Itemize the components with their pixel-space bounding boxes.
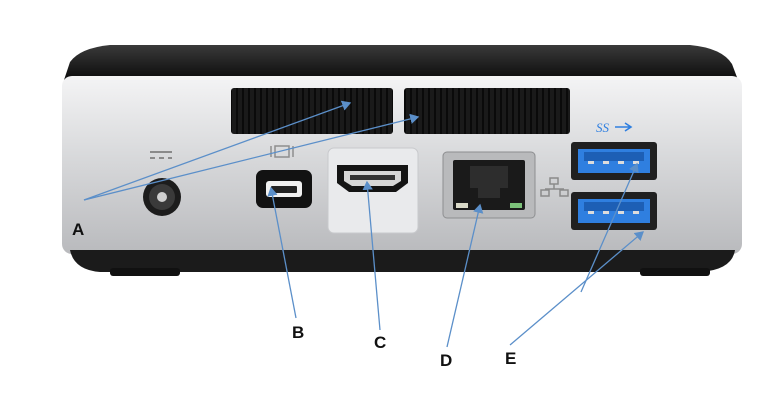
arrow-e-to-usb-top [580,162,639,293]
callout-label-d: D [440,351,453,370]
dc-power-icon [150,151,172,159]
foot-right [640,268,710,276]
arrow-a-to-left-vent [83,100,352,201]
dc-power-jack [143,178,181,216]
arrow-a-to-right-vent [83,113,420,201]
callout-label-e: E [505,349,517,368]
callout-label-c: C [374,333,387,352]
arrow-e-to-usb-bottom [509,231,644,346]
usb-superspeed-icon: SS [596,120,633,135]
device-base [70,250,735,272]
ethernet-port [442,151,536,219]
arrow-b-to-minidp [267,186,297,319]
callout-label-a: A [72,220,85,239]
hdmi-port [337,165,408,192]
device-top-lid [64,45,738,80]
air-vent-left [231,88,393,134]
usb-port-bottom [571,192,657,230]
mini-displayport [256,170,312,208]
network-icon [540,177,569,197]
arrow-d-to-ethernet [446,203,484,348]
foot-left [110,268,180,276]
svg-text:SS: SS [596,120,610,135]
callout-label-b: B [292,323,305,342]
usb-port-top [571,142,657,180]
arrow-c-to-hdmi [362,180,381,331]
air-vent-right [404,88,570,134]
